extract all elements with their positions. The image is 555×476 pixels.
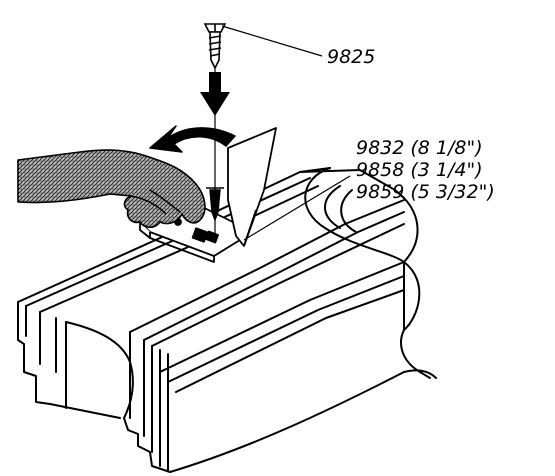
screw-part-label: 9825 bbox=[327, 46, 375, 68]
shim-flap bbox=[227, 127, 277, 247]
frame-assembly bbox=[17, 167, 437, 473]
gloved-hand-icon bbox=[17, 149, 206, 229]
curved-arrow-icon bbox=[149, 125, 236, 153]
lower-screw-icon bbox=[206, 187, 224, 222]
clip-part-label-b: 9858 (3 1/4") bbox=[356, 159, 483, 181]
down-arrow-icon bbox=[200, 72, 230, 116]
screw-icon bbox=[203, 23, 227, 70]
leader-lines bbox=[221, 25, 351, 241]
clip-part-label-c: 9859 (5 3/32") bbox=[356, 181, 495, 203]
clip-part-label-a: 9832 (8 1/8") bbox=[356, 137, 483, 159]
